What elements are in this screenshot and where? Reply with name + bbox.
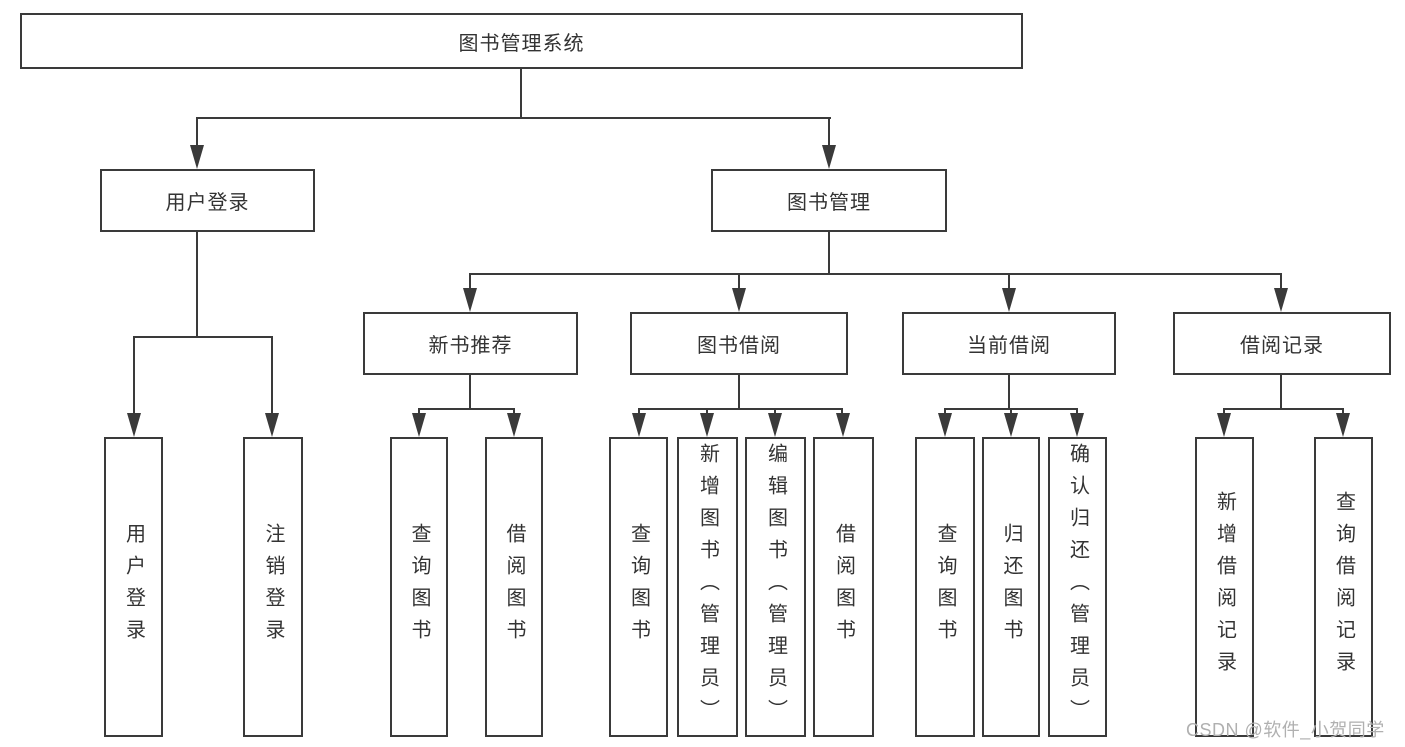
node-current-borrowing: 当前借阅	[902, 312, 1116, 375]
connector-line	[520, 69, 522, 117]
arrowhead-down-icon	[265, 413, 279, 437]
arrowhead-down-icon	[632, 413, 646, 437]
arrowhead-down-icon	[1004, 413, 1018, 437]
leaf-add-borrow-record: 新增借阅记录	[1195, 437, 1254, 737]
arrowhead-down-icon	[1274, 288, 1288, 312]
node-new-book-recommend: 新书推荐	[363, 312, 578, 375]
connector-line	[196, 117, 198, 153]
leaf-label: 编辑图书（管理员）	[764, 443, 787, 731]
leaf-query-book-recommend: 查询图书	[390, 437, 448, 737]
leaf-label: 借阅图书	[832, 523, 855, 651]
leaf-label: 借阅图书	[503, 523, 525, 651]
node-library-management-system: 图书管理系统	[20, 13, 1023, 69]
arrowhead-down-icon	[1002, 288, 1016, 312]
connector-line	[470, 273, 1281, 275]
node-borrow-records: 借阅记录	[1173, 312, 1391, 375]
leaf-label: 查询图书	[408, 523, 430, 651]
connector-line	[133, 336, 273, 338]
leaf-label: 查询图书	[934, 523, 956, 651]
node-book-management: 图书管理	[711, 169, 947, 232]
arrowhead-down-icon	[463, 288, 477, 312]
csdn-watermark: CSDN @软件_小贺同学	[1186, 720, 1385, 740]
connector-line	[738, 375, 740, 408]
arrowhead-down-icon	[938, 413, 952, 437]
leaf-logout: 注销登录	[243, 437, 303, 737]
leaf-edit-book-admin: 编辑图书（管理员）	[745, 437, 806, 737]
connector-line	[469, 375, 471, 408]
leaf-label: 归还图书	[1000, 523, 1022, 651]
arrowhead-down-icon	[768, 413, 782, 437]
leaf-label: 新增图书（管理员）	[696, 443, 719, 731]
leaf-query-book-current: 查询图书	[915, 437, 975, 737]
connector-line	[1280, 273, 1282, 295]
connector-line	[271, 336, 273, 421]
arrowhead-down-icon	[1070, 413, 1084, 437]
connector-line	[1280, 375, 1282, 408]
arrowhead-down-icon	[127, 413, 141, 437]
leaf-confirm-return-admin: 确认归还（管理员）	[1048, 437, 1107, 737]
leaf-return-book: 归还图书	[982, 437, 1040, 737]
leaf-label: 查询图书	[627, 523, 650, 651]
connector-line	[1008, 375, 1010, 408]
node-book-borrowing: 图书借阅	[630, 312, 848, 375]
connector-line	[1008, 273, 1010, 295]
arrowhead-down-icon	[822, 145, 836, 169]
leaf-label: 新增借阅记录	[1213, 491, 1236, 683]
connector-line	[133, 336, 135, 421]
node-user-login: 用户登录	[100, 169, 315, 232]
leaf-add-book-admin: 新增图书（管理员）	[677, 437, 738, 737]
connector-line	[418, 408, 515, 410]
arrowhead-down-icon	[507, 413, 521, 437]
leaf-label: 确认归还（管理员）	[1066, 443, 1089, 731]
connector-line	[828, 232, 830, 273]
connector-line	[738, 273, 740, 295]
connector-line	[828, 117, 830, 153]
arrowhead-down-icon	[1217, 413, 1231, 437]
arrowhead-down-icon	[732, 288, 746, 312]
arrowhead-down-icon	[412, 413, 426, 437]
arrowhead-down-icon	[190, 145, 204, 169]
connector-line	[469, 273, 471, 295]
arrowhead-down-icon	[700, 413, 714, 437]
arrowhead-down-icon	[1336, 413, 1350, 437]
connector-line	[196, 232, 198, 336]
leaf-query-book-borrowing: 查询图书	[609, 437, 668, 737]
connector-line	[638, 408, 843, 410]
leaf-label: 注销登录	[262, 523, 284, 651]
arrowhead-down-icon	[836, 413, 850, 437]
connector-line	[1224, 408, 1344, 410]
leaf-borrow-book-recommend: 借阅图书	[485, 437, 543, 737]
leaf-label: 查询借阅记录	[1332, 491, 1355, 683]
leaf-user-login: 用户登录	[104, 437, 163, 737]
leaf-query-borrow-record: 查询借阅记录	[1314, 437, 1373, 737]
connector-line	[197, 117, 831, 119]
leaf-borrow-book-borrowing: 借阅图书	[813, 437, 874, 737]
leaf-label: 用户登录	[122, 523, 145, 651]
